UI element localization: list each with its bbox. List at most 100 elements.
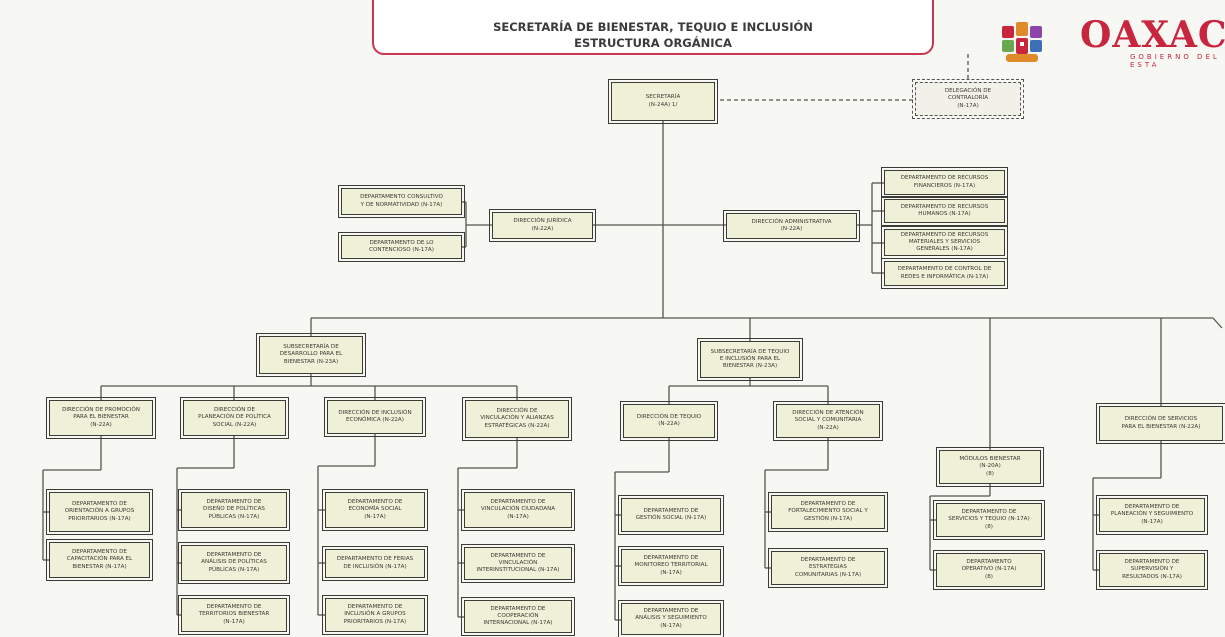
- node-label-line: COOPERACIÓN: [497, 612, 539, 619]
- node-label-line: HUMANOS (N-17A): [918, 211, 971, 217]
- node-secretaria[interactable]: SECRETARÍA(N-24A) 1/: [608, 79, 718, 124]
- node-label-line: DEPARTAMENTO DE RECURSOS: [900, 231, 989, 238]
- node-dir-tequio[interactable]: DIRECCIÓN DE TEQUIO(N-22A): [620, 401, 718, 441]
- node-label: DIRECCIÓN JURÍDICA(N-22A): [513, 218, 571, 233]
- node-label-line: PÚBLICAS (N-17A): [208, 566, 260, 573]
- node-label-line: DEPARTAMENTO DE: [72, 501, 127, 508]
- node-modulos-bienestar[interactable]: MÓDULOS BIENESTAR(N-20A)(8): [936, 447, 1044, 487]
- node-label-line: SUBSECRETARÍA DE TEQUIO: [710, 348, 790, 355]
- node-label-line: SUBSECRETARÍA DE: [283, 344, 339, 351]
- node-label-line: (N-20A): [979, 463, 1001, 470]
- node-label-line: BIENESTAR (N-17A): [72, 563, 127, 570]
- node-label-line: CONTENCIOSO (N-17A): [369, 247, 434, 253]
- node-label-line: (N-24A) 1/: [648, 101, 678, 108]
- node-label: DIRECCIÓN ADMINISTRATIVA(N-22A): [751, 219, 831, 234]
- node-dir-administrativa[interactable]: DIRECCIÓN ADMINISTRATIVA(N-22A): [723, 210, 860, 242]
- node-label-line: SUPERVISIÓN Y: [1130, 566, 1174, 573]
- node-label-line: DEPARTAMENTO DE: [490, 605, 546, 612]
- node-label-line: ESTRATEGIAS: [809, 564, 847, 571]
- node-label-line: ESTRATÉGICAS (N-22A): [484, 422, 550, 429]
- node-label-line: OPERATIVO (N-17A): [961, 566, 1017, 573]
- node-label-line: ECONÓMICA (N-22A): [346, 417, 404, 423]
- node-label-line: DIRECCIÓN DE: [213, 407, 256, 414]
- node-dir-juridica[interactable]: DIRECCIÓN JURÍDICA(N-22A): [489, 209, 596, 242]
- node-label-line: GESTIÓN (N-17A): [803, 515, 853, 522]
- node-label-line: DEPARTAMENTO DE: [1124, 504, 1180, 511]
- page-subtitle: ESTRUCTURA ORGÁNICA: [574, 36, 732, 50]
- node-label-line: (N-17A): [957, 102, 979, 109]
- node-label-line: TERRITORIOS BIENESTAR: [198, 611, 270, 618]
- node-label-line: INCLUSIÓN A GRUPOS: [344, 611, 406, 618]
- node-label-line: DEPARTAMENTO DE: [643, 608, 699, 615]
- node-label-line: ECONOMÍA SOCIAL: [348, 506, 402, 513]
- node-label-line: GENERALES (N-17A): [916, 246, 973, 253]
- node-label-line: DIRECCIÓN DE SERVICIOS: [1124, 416, 1198, 423]
- node-label-line: DEPARTAMENTO DE: [72, 549, 127, 556]
- node-label: MÓDULOS BIENESTAR(N-20A)(8): [959, 456, 1020, 478]
- node-label-line: VINCULACIÓN CIUDADANA: [480, 506, 556, 513]
- node-label-line: DEPARTAMENTO DE: [206, 604, 262, 611]
- node-label-line: (N-22A): [817, 424, 839, 431]
- node-label-line: SOCIAL Y COMUNITARIA: [794, 417, 862, 424]
- node-label-line: DEPARTAMENTO DE FERIAS: [336, 556, 414, 563]
- node-label-line: DEPARTAMENTO DE: [206, 552, 262, 559]
- node-label-line: CAPACITACIÓN PARA EL: [66, 556, 133, 563]
- node-label-line: FORTALECIMIENTO SOCIAL Y: [788, 508, 868, 515]
- node-label-line: REDES E INFORMÁTICA (N-17A): [900, 273, 989, 280]
- node-label-line: DEPARTAMENTO CONSULTIVO: [360, 194, 443, 201]
- node-label-line: MATERIALES Y SERVICIOS: [908, 238, 981, 245]
